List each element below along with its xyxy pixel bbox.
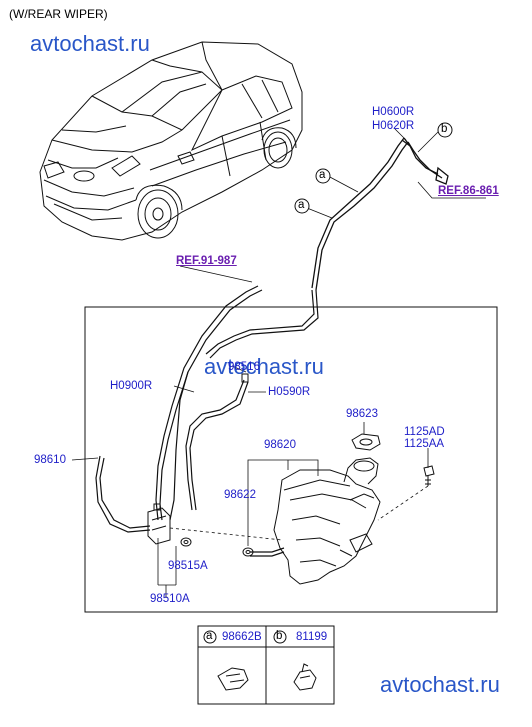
callout-a: a: [319, 169, 326, 181]
part-label[interactable]: 98623: [346, 408, 378, 420]
part-label[interactable]: 98510A: [150, 593, 190, 605]
legend-key-a: a: [206, 630, 213, 642]
part-label[interactable]: H0590R: [268, 386, 311, 398]
part-label[interactable]: 98622: [224, 489, 256, 501]
clip-98662B: [217, 667, 249, 691]
legend-table: [197, 625, 335, 705]
frame-leaders: [71, 365, 429, 598]
pump-dashed-line: [169, 527, 283, 541]
grommet-98622: [242, 547, 254, 557]
part-label[interactable]: H0600R: [372, 106, 415, 118]
part-label[interactable]: 98610: [34, 454, 66, 466]
legend-part-81199[interactable]: 81199: [296, 631, 328, 643]
callout-a: a: [298, 199, 305, 211]
washer-reservoir: [273, 457, 381, 585]
legend-key-b: b: [276, 630, 283, 642]
reference-link[interactable]: REF.91-987: [176, 255, 237, 267]
part-label[interactable]: H0900R: [110, 380, 153, 392]
reference-link[interactable]: REF.86-861: [438, 185, 499, 197]
page-title: (W/REAR WIPER): [9, 7, 108, 21]
part-label[interactable]: H0620R: [372, 120, 415, 132]
watermark: avtochast.ru: [380, 672, 500, 697]
part-label[interactable]: 1125AD: [404, 426, 445, 438]
car-illustration: [39, 41, 303, 241]
rear-hose-routing: [311, 137, 449, 291]
grommet-98515A: [180, 537, 192, 547]
cap-98623: [351, 433, 381, 451]
bolt-1125AD: [423, 465, 435, 486]
pump-98510A: [147, 503, 171, 545]
bolt-dashed-line: [377, 485, 429, 521]
part-label[interactable]: 98515A: [168, 560, 208, 572]
assembly-frame: [84, 306, 498, 613]
callout-circles: [294, 122, 453, 214]
hose-lines: [95, 285, 319, 557]
clip-81199: [293, 663, 317, 691]
check-valve-98516: [241, 373, 249, 383]
callout-b: b: [441, 123, 448, 135]
legend-part-98662B[interactable]: 98662B: [222, 631, 262, 643]
watermark: avtochast.ru: [30, 31, 150, 56]
part-label[interactable]: 98620: [264, 439, 296, 451]
watermark: avtochast.ru: [204, 354, 324, 379]
part-label[interactable]: 1125AA: [404, 438, 445, 450]
part-label[interactable]: 98516: [228, 361, 260, 373]
